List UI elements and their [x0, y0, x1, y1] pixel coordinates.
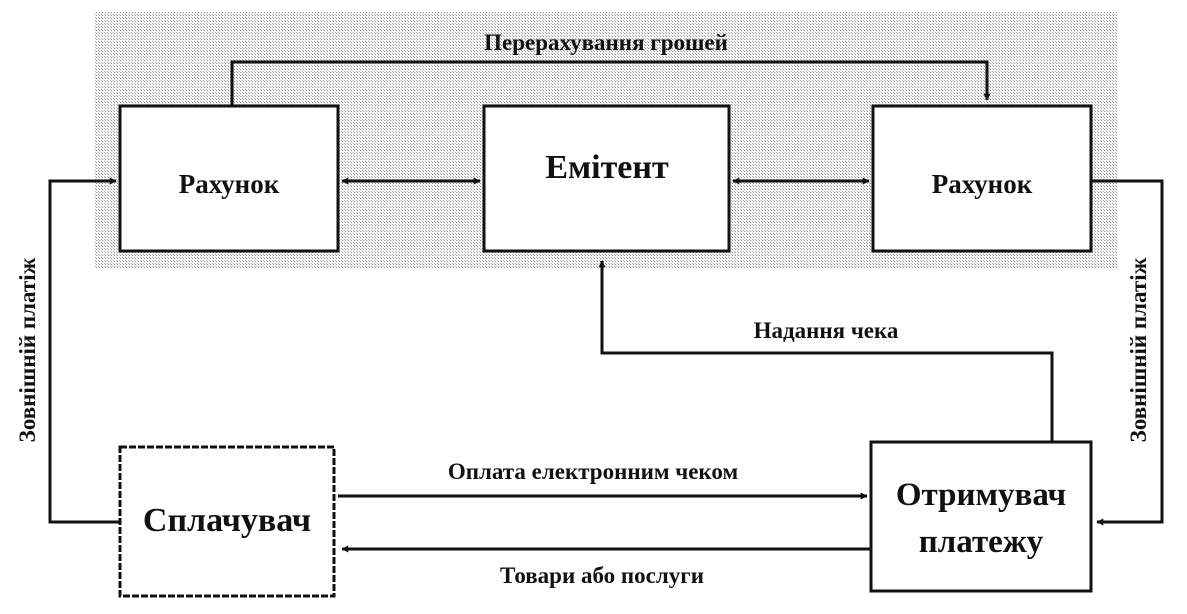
payer-box [118, 445, 336, 598]
external-payment-left-label: Зовнішній платіж [15, 257, 40, 442]
emitent-label: Емітент [545, 149, 669, 186]
external-payment-right-label: Зовнішній платіж [1126, 257, 1151, 442]
goods-label: Товари або послуги [500, 563, 704, 588]
account-left-box [118, 104, 340, 253]
check-arrow [598, 260, 1054, 442]
account-right-label: Рахунок [932, 169, 1033, 199]
payer-label: Сплачувач [143, 502, 311, 539]
emitent-box [482, 104, 731, 253]
check-label: Надання чека [754, 318, 899, 343]
account-left-label: Рахунок [179, 169, 280, 199]
external-payment-right-arrow [1091, 179, 1164, 526]
transfer-label: Перерахування грошей [484, 30, 728, 55]
payment-label: Оплата електронним чеком [448, 459, 738, 484]
account-right-box [871, 104, 1093, 253]
receiver-box [869, 440, 1093, 593]
transfer-arrow [230, 60, 991, 106]
receiver-label-line2: платежу [919, 524, 1044, 560]
external-payment-left-arrow [48, 177, 120, 524]
receiver-label-line1: Отримувач [896, 477, 1066, 513]
